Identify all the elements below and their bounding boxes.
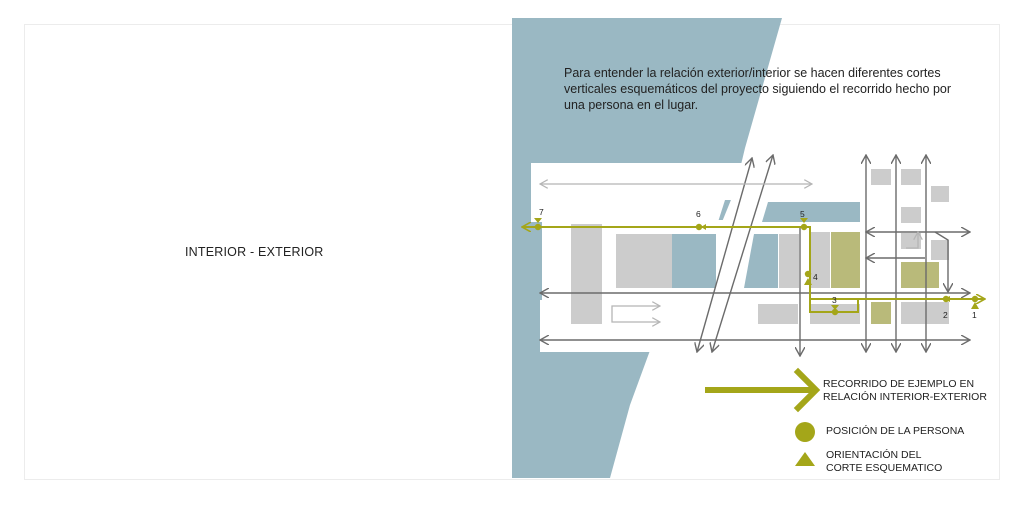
left-page-title: INTERIOR - EXTERIOR	[185, 245, 324, 259]
legend-route-label: RECORRIDO DE EJEMPLO EN RELACIÓN INTERIO…	[823, 378, 987, 403]
platform-strip	[531, 200, 725, 222]
circulation-arrows-light	[540, 184, 918, 322]
legend-orientation-label: ORIENTACIÓN DEL CORTE ESQUEMATICO	[826, 449, 943, 474]
legend-orientation-icon	[795, 452, 815, 466]
legend-position-icon	[795, 422, 815, 442]
route-point-7: 7	[539, 207, 544, 217]
intro-text: Para entender la relación exterior/inter…	[564, 65, 984, 113]
route-point-2: 2	[943, 310, 948, 320]
legend-position-label: POSICIÓN DE LA PERSONA	[826, 425, 965, 437]
route-point-3: 3	[832, 295, 837, 305]
route-point-1: 1	[972, 310, 977, 320]
route-point-4: 4	[813, 272, 818, 282]
left-page: INTERIOR - EXTERIOR	[24, 24, 513, 480]
water-channel	[762, 202, 860, 222]
person-positions	[534, 218, 979, 316]
route-point-6: 6	[696, 209, 701, 219]
platform-top	[531, 163, 812, 200]
legend-route-arrow-icon	[705, 367, 821, 413]
route-point-5: 5	[800, 209, 805, 219]
intro-line: verticales esquemáticos del proyecto sig…	[564, 82, 952, 96]
intro-line: una persona en el lugar.	[564, 98, 699, 112]
platform-bottom	[540, 325, 720, 352]
intro-line: Para entender la relación exterior/inter…	[564, 66, 941, 80]
